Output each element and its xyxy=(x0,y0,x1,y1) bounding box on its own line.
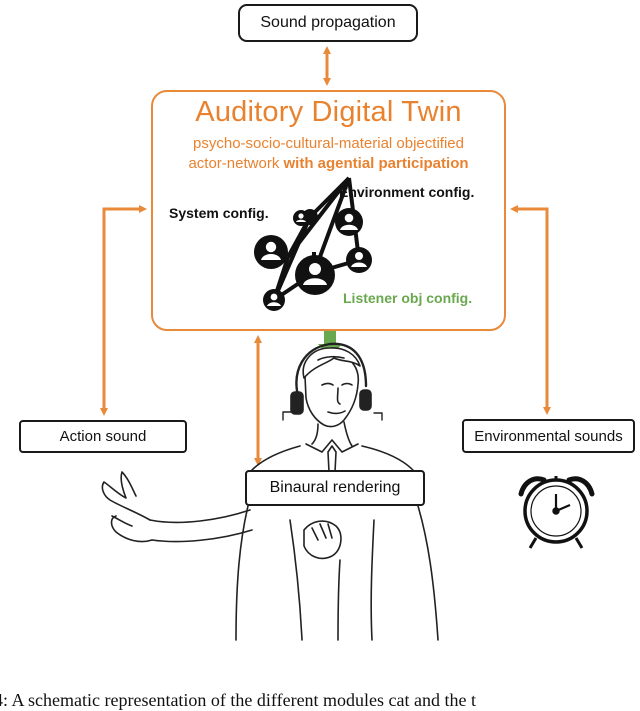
sound-propagation-label: Sound propagation xyxy=(260,14,396,31)
arrow-environmental-sounds xyxy=(510,205,551,415)
network-node-person xyxy=(263,289,285,311)
sound-propagation-box: Sound propagation xyxy=(238,4,418,42)
twin-subtitle-line1: psycho-socio-cultural-material objectifi… xyxy=(193,135,464,152)
twin-title: Auditory Digital Twin xyxy=(195,96,462,128)
twin-subtitle-line2-regular: actor-network xyxy=(188,155,284,172)
environmental-sounds-box: Environmental sounds xyxy=(462,419,635,453)
binaural-rendering-label: Binaural rendering xyxy=(269,479,401,496)
alarm-clock-icon xyxy=(518,476,595,549)
environment-config-label: Environment config. xyxy=(339,184,475,200)
figure-caption: 4: A schematic representation of the dif… xyxy=(0,690,477,710)
listener-illustration xyxy=(101,342,439,641)
network-node-person xyxy=(295,255,335,295)
network-graph-icon xyxy=(254,176,372,311)
action-sound-label: Action sound xyxy=(59,428,147,445)
twin-subtitle-line2: actor-network with agential participatio… xyxy=(153,155,504,172)
action-sound-box: Action sound xyxy=(19,420,187,453)
arrow-action-sound xyxy=(100,205,147,416)
network-node-person xyxy=(254,235,288,269)
auditory-digital-twin-box: Auditory Digital Twin psycho-socio-cultu… xyxy=(151,90,506,331)
environmental-sounds-label: Environmental sounds xyxy=(474,427,623,445)
network-node-person xyxy=(346,247,372,273)
listener-config-label: Listener obj config. xyxy=(343,290,473,306)
binaural-rendering-box: Binaural rendering xyxy=(245,470,425,506)
system-config-label: System config. xyxy=(169,205,269,221)
twin-subtitle-line2-bold: with agential participation xyxy=(283,155,469,172)
network-node-person xyxy=(335,208,363,236)
